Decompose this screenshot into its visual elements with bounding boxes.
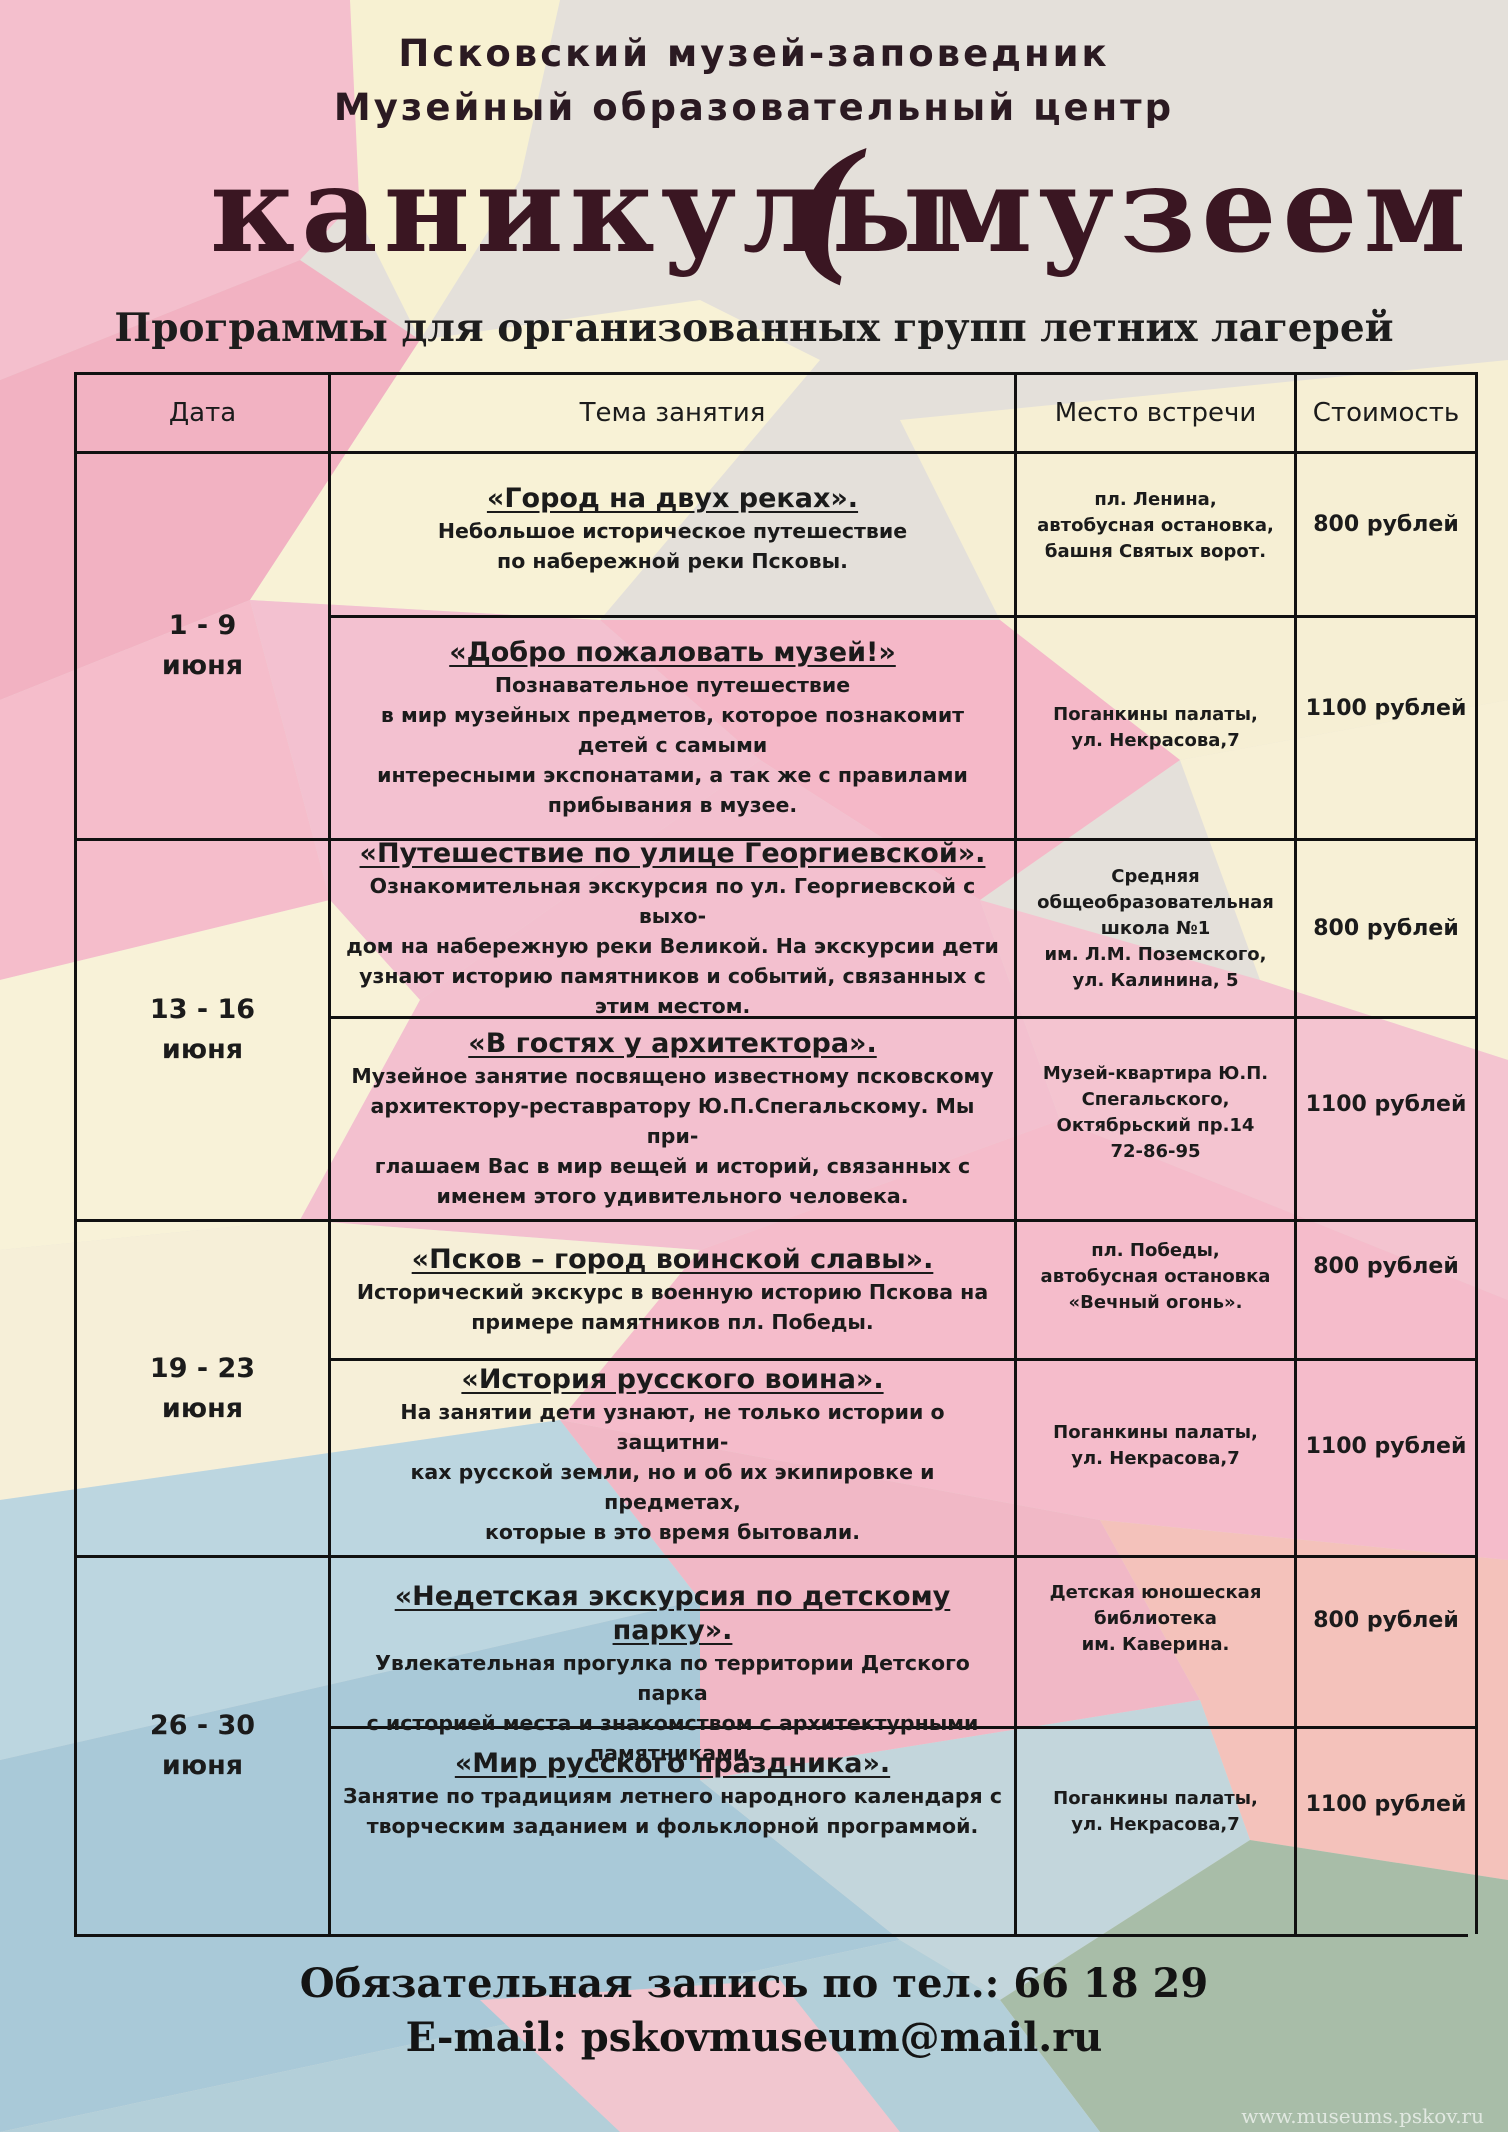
price-cell: 1100 рублей (1305, 1791, 1467, 1817)
program-title: «Недетская экскурсия по детскому парку». (394, 1581, 951, 1646)
watermark: www.museums.pskov.ru (1241, 2104, 1484, 2128)
place-cell: Поганкины палаты, ул. Некрасова,7 (1053, 1787, 1258, 1835)
program-cell: «Добро пожаловать музей!» Познавательное… (331, 618, 1014, 838)
date-cell: 1 - 9 июня (161, 610, 244, 681)
footer-email[interactable]: E-mail: pskovmuseum@mail.ru (405, 2014, 1103, 2061)
price-cell: 800 рублей (1313, 512, 1459, 537)
header-center-name: Музейный образовательный центр (333, 86, 1175, 129)
place-cell: Детская юношеская библиотека им. Каверин… (1049, 1582, 1262, 1655)
program-cell: «История русского воина». На занятии дет… (331, 1361, 1014, 1555)
title-muzeem: музеем (930, 140, 1472, 279)
program-cell: «Недетская экскурсия по детскому парку».… (331, 1558, 1014, 1765)
program-title: «В гостях у архитектора». (468, 1028, 877, 1059)
program-title: «Город на двух реках». (486, 483, 859, 514)
program-description: Исторический экскурс в военную историю П… (356, 1280, 989, 1334)
subtitle: Программы для организованных групп летни… (114, 305, 1394, 351)
price-cell: 1100 рублей (1305, 1091, 1467, 1117)
place-cell: Музей-квартира Ю.П. Спегальского, Октябр… (1042, 1063, 1269, 1162)
price-cell: 1100 рублей (1305, 695, 1467, 721)
column-header-date: Дата (168, 398, 237, 428)
program-description: На занятии дети узнают, не только истори… (400, 1400, 945, 1544)
program-description: Увлекательная прогулка по территории Дет… (366, 1651, 979, 1765)
date-cell: 26 - 30 июня (149, 1710, 256, 1781)
column-header-price: Стоимость (1312, 398, 1460, 428)
program-title: «Мир русского праздника». (454, 1748, 891, 1779)
price-cell: 800 рублей (1313, 1608, 1459, 1633)
program-title: «Псков – город воинской славы». (411, 1244, 934, 1275)
program-description: Небольшое историческое путешествие по на… (437, 519, 908, 573)
price-cell: 1100 рублей (1305, 1433, 1467, 1459)
price-cell: 800 рублей (1313, 1254, 1459, 1279)
title-kanikuly: каникулы (210, 140, 956, 279)
program-description: Занятие по традициям летнего народного к… (343, 1784, 1002, 1838)
place-cell: Поганкины палаты, ул. Некрасова,7 (1053, 704, 1258, 751)
place-cell: пл. Победы, автобусная остановка «Вечный… (1040, 1240, 1271, 1313)
header-museum-name: Псковский музей-заповедник (398, 32, 1110, 75)
program-cell: «Псков – город воинской славы». Историче… (331, 1222, 1014, 1358)
program-cell: «Путешествие по улице Георгиевской». Озн… (331, 838, 1014, 1018)
program-title: «История русского воина». (461, 1364, 884, 1395)
program-cell: «Мир русского праздника». Занятие по тра… (331, 1729, 1014, 1934)
column-header-topic: Тема занятия (579, 398, 766, 428)
place-cell: Средняя общеобразовательная школа №1 им.… (1037, 865, 1274, 991)
title-s: ( (790, 122, 867, 298)
date-cell: 13 - 16 июня (149, 994, 256, 1065)
footer-phone: Обязательная запись по тел.: 66 18 29 (299, 1960, 1209, 2007)
program-description: Музейное занятие посвящено известному пс… (351, 1064, 994, 1208)
price-cell: 800 рублей (1313, 916, 1459, 941)
program-cell: «В гостях у архитектора». Музейное занят… (331, 1019, 1014, 1219)
program-cell: «Город на двух реках». Небольшое историч… (331, 454, 1014, 615)
date-cell: 19 - 23 июня (149, 1352, 256, 1424)
column-header-place: Место встречи (1054, 398, 1257, 428)
program-description: Познавательное путешествие в мир музейны… (377, 673, 968, 817)
place-cell: пл. Ленина, автобусная остановка, башня … (1037, 489, 1274, 562)
program-description: Ознакомительная экскурсия по ул. Георгие… (346, 873, 999, 1018)
place-cell: Поганкины палаты, ул. Некрасова,7 (1053, 1422, 1258, 1469)
program-title: «Добро пожаловать музей!» (449, 637, 896, 668)
program-title: «Путешествие по улице Георгиевской». (359, 837, 986, 869)
